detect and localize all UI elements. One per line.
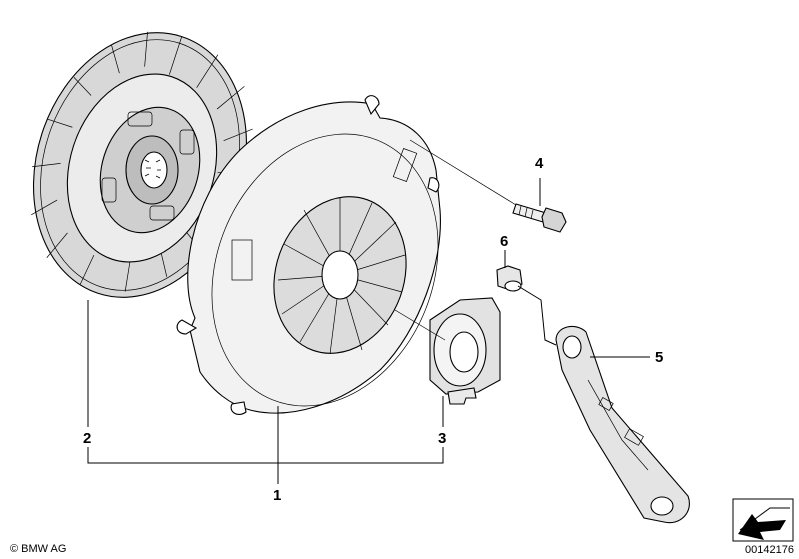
callout-3: 3 bbox=[438, 430, 446, 447]
callout-2: 2 bbox=[83, 430, 91, 447]
clutch-pressure-plate-icon bbox=[176, 95, 441, 415]
diagram-number: 00142176 bbox=[745, 544, 794, 556]
release-bearing-icon bbox=[429, 297, 501, 405]
leader-lines bbox=[87, 139, 650, 484]
view-orientation-icon bbox=[732, 498, 794, 542]
bolt-icon bbox=[512, 203, 567, 233]
callout-1: 1 bbox=[273, 487, 281, 504]
clutch-disc-icon bbox=[31, 31, 253, 298]
callout-6: 6 bbox=[500, 233, 508, 250]
pivot-pin-icon bbox=[496, 265, 523, 292]
copyright-notice: © BMW AG bbox=[10, 543, 66, 555]
release-lever-icon bbox=[555, 325, 690, 524]
callout-5: 5 bbox=[655, 349, 663, 366]
callout-4: 4 bbox=[535, 155, 544, 172]
